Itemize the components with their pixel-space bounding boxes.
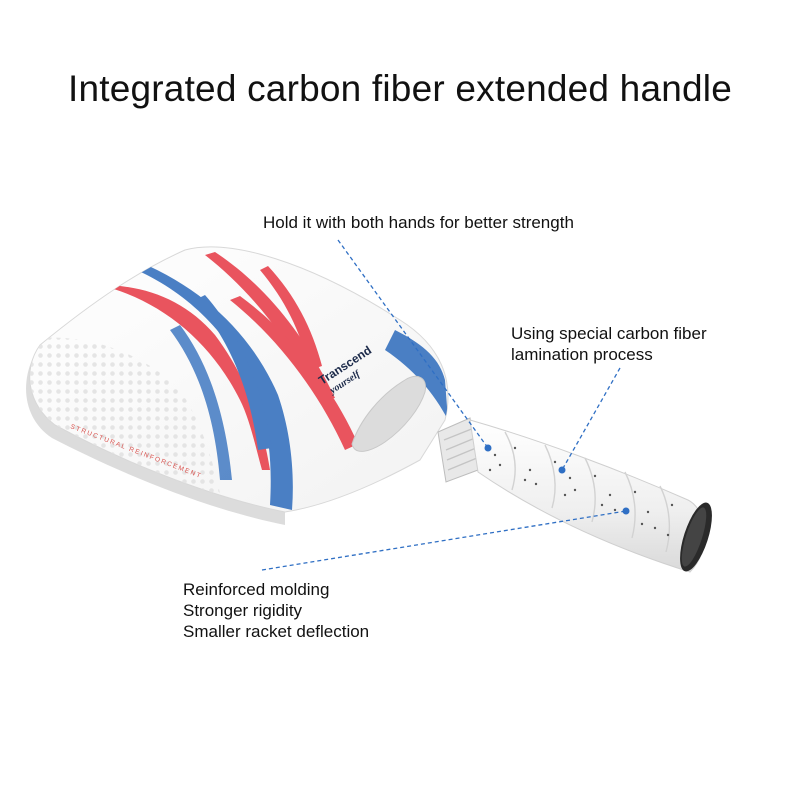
page-title: Integrated carbon fiber extended handle	[67, 68, 732, 109]
lamination-callout-dot	[558, 466, 566, 474]
grip-callout-dot	[484, 444, 492, 452]
callout-molding: Reinforced molding Stronger rigidity Sma…	[183, 579, 369, 642]
end-cap	[680, 502, 712, 572]
grip-handle	[469, 419, 706, 573]
lamination-callout-line	[561, 367, 621, 471]
callout-lines	[261, 239, 630, 571]
callout-molding-line-3: Smaller racket deflection	[183, 622, 370, 641]
callout-lamination-line-2: lamination process	[511, 345, 653, 364]
callout-molding-line-2: Stronger rigidity	[183, 601, 303, 620]
paddle-face: Transcend yourself STRUCTURAL REINFORCEM…	[29, 246, 449, 513]
paddle-edge	[26, 345, 286, 525]
molding-callout-dot	[622, 507, 630, 515]
callout-grip-line-1: Hold it with both hands for better stren…	[263, 213, 574, 232]
callout-lamination: Using special carbon fiber lamination pr…	[511, 323, 707, 365]
molding-callout-line	[261, 510, 627, 571]
grip-callout-line	[337, 239, 489, 449]
callout-lamination-line-1: Using special carbon fiber	[511, 324, 707, 343]
callout-grip: Hold it with both hands for better stren…	[263, 212, 574, 233]
callout-molding-line-1: Reinforced molding	[183, 580, 330, 599]
throat-cutout	[351, 376, 427, 452]
